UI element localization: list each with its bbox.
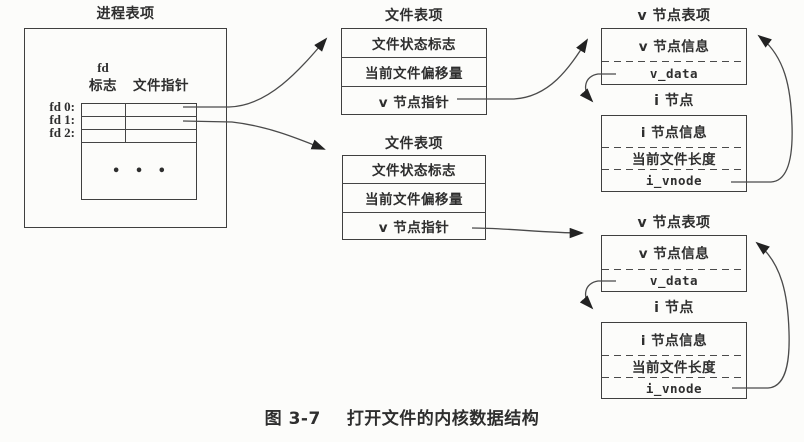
inode-1-dashed-divider [602, 169, 746, 171]
file-table-2-vnode-pointer: v 节点指针 [378, 220, 450, 236]
vnode-2-info: v 节点信息 [638, 246, 710, 262]
arrow-filetable2-to-vnode2 [471, 227, 584, 239]
inode-1-file-length: 当前文件长度 [632, 152, 716, 168]
vnode-2-vdata-field: v_data [649, 273, 699, 288]
process-table-title: 进程表项 [96, 6, 155, 22]
inode-1-dashed-divider [602, 147, 746, 149]
file-table-1-title: 文件表项 [385, 8, 443, 24]
file-table-2-divider [342, 212, 486, 214]
file-table-1-offset: 当前文件偏移量 [365, 65, 463, 82]
fd-row-label-2: fd 2: [49, 125, 75, 140]
fd-flags-column-header: 标志 [89, 77, 117, 94]
inode-2-dashed-divider [602, 377, 746, 379]
fd-row-label-1: fd 1: [49, 112, 75, 127]
file-table-1-divider [341, 57, 487, 59]
fd-table-row-divider [81, 116, 197, 118]
inode-1-ivnode-field: i_vnode [645, 173, 703, 188]
file-pointer-column-header: 文件指针 [133, 77, 189, 94]
fd-descriptor-table [81, 103, 197, 200]
file-table-2-box [342, 155, 486, 240]
vnode-2-dashed-divider [602, 269, 746, 271]
file-table-2-title: 文件表项 [385, 136, 443, 152]
inode-2-title: i 节点 [654, 300, 694, 316]
figure-caption-title: 打开文件的内核数据结构 [346, 408, 540, 429]
file-table-1-vnode-pointer: v 节点指针 [378, 94, 450, 111]
inode-1-title: i 节点 [654, 93, 694, 109]
fd-column-header: fd [97, 59, 109, 75]
vnode-table-2-title: v 节点表项 [637, 215, 711, 231]
inode-2-ivnode-field: i_vnode [645, 380, 703, 396]
fd-table-column-divider [125, 103, 127, 142]
vnode-table-1-title: v 节点表项 [637, 8, 711, 24]
inode-2-dashed-divider [602, 355, 746, 357]
inode-2-info: i 节点信息 [640, 332, 708, 349]
file-table-1-status-flags: 文件状态标志 [372, 36, 456, 53]
vnode-1-vdata-field: v_data [649, 65, 699, 81]
fd-table-row-divider [81, 142, 197, 144]
file-table-2-offset: 当前文件偏移量 [365, 191, 463, 208]
inode-1-info: i 节点信息 [640, 125, 708, 141]
vnode-1-dashed-divider [602, 61, 746, 63]
fd-table-row-divider [81, 129, 197, 131]
vnode-1-info: v 节点信息 [638, 38, 710, 55]
file-table-2-status-flags: 文件状态标志 [372, 163, 456, 179]
fd-row-label-0: fd 0: [49, 99, 75, 114]
file-table-1-divider [341, 86, 487, 88]
figure-caption-label: 图 3-7 [264, 408, 321, 429]
inode-2-file-length: 当前文件长度 [632, 360, 716, 376]
fd-table-ellipsis: • • • [112, 163, 166, 179]
figure-caption: 图 3-7 打开文件的内核数据结构 [197, 404, 607, 429]
file-table-2-divider [342, 183, 486, 185]
